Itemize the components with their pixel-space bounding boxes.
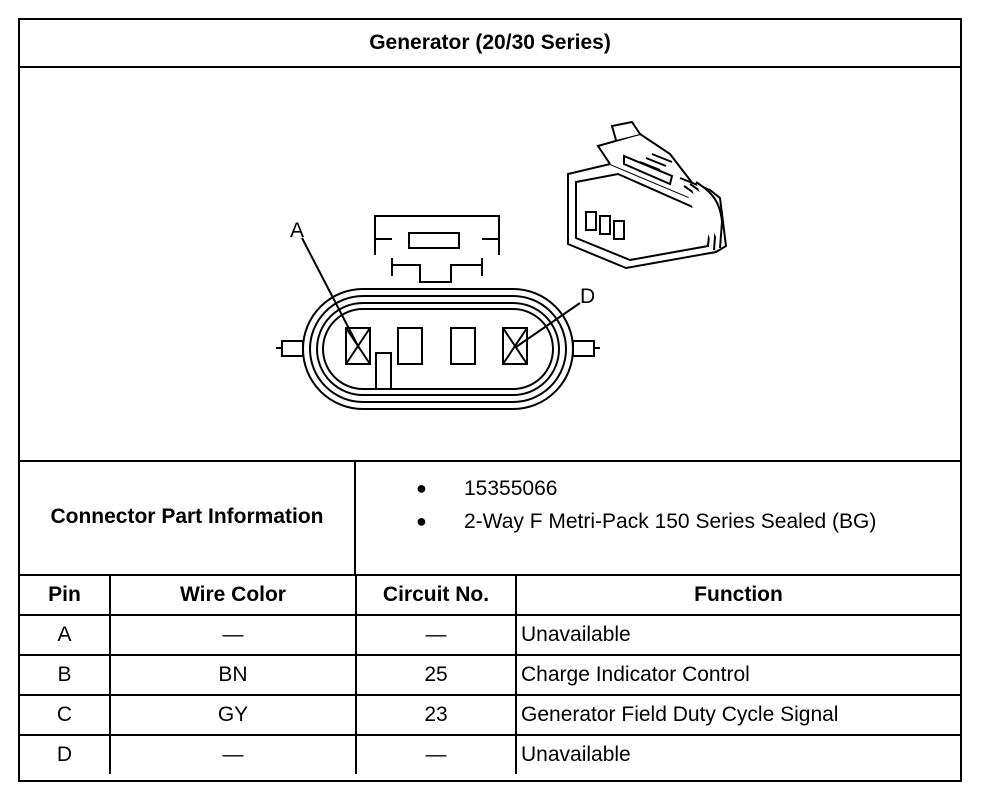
table-row: D — — Unavailable	[20, 734, 960, 774]
connector-face-view: A D	[276, 120, 728, 410]
bullet-icon: ●	[416, 478, 427, 498]
cavity-b	[397, 327, 423, 365]
callout-d-label: D	[580, 285, 595, 308]
connector-diagram: A D	[20, 66, 960, 462]
pin-cell: B	[20, 654, 111, 696]
connector-latch	[374, 215, 500, 283]
function-cell: Unavailable	[515, 734, 960, 774]
circuit-cell: —	[355, 734, 517, 774]
wire-color-cell: BN	[109, 654, 357, 696]
header-pin: Pin	[20, 574, 111, 616]
connector-isometric-picture	[567, 120, 728, 270]
callout-a-label: A	[290, 219, 304, 242]
connector-description: 2-Way F Metri-Pack 150 Series Sealed (BG…	[464, 510, 877, 533]
connector-part-info: Connector Part Information ● 15355066 ● …	[20, 460, 960, 576]
function-cell: Generator Field Duty Cycle Signal	[515, 694, 960, 736]
pin-cell: C	[20, 694, 111, 736]
circuit-cell: —	[355, 614, 517, 656]
terminal-cavities	[345, 327, 528, 365]
table-row: C GY 23 Generator Field Duty Cycle Signa…	[20, 694, 960, 736]
list-item: ● 2-Way F Metri-Pack 150 Series Sealed (…	[410, 505, 960, 538]
wire-color-cell: GY	[109, 694, 357, 736]
header-wire-color: Wire Color	[109, 574, 357, 616]
function-cell: Charge Indicator Control	[515, 654, 960, 696]
function-cell: Unavailable	[515, 614, 960, 656]
connector-body	[276, 288, 600, 410]
table-header-row: Pin Wire Color Circuit No. Function	[20, 574, 960, 616]
pin-cell: D	[20, 734, 111, 774]
connector-sheet: Generator (20/30 Series)	[18, 18, 962, 782]
part-number: 15355066	[464, 477, 558, 500]
list-item: ● 15355066	[410, 472, 960, 505]
pin-table: Pin Wire Color Circuit No. Function A — …	[20, 574, 960, 774]
connector-info-label: Connector Part Information	[20, 460, 356, 574]
circuit-cell: 23	[355, 694, 517, 736]
table-row: B BN 25 Charge Indicator Control	[20, 654, 960, 696]
bullet-icon: ●	[416, 511, 427, 531]
wire-color-cell: —	[109, 734, 357, 774]
table-row: A — — Unavailable	[20, 614, 960, 656]
pin-cell: A	[20, 614, 111, 656]
cavity-c	[450, 327, 476, 365]
circuit-cell: 25	[355, 654, 517, 696]
cavity-d	[502, 327, 528, 365]
wire-color-cell: —	[109, 614, 357, 656]
callout-a-leader	[301, 237, 359, 347]
callout-d-leader	[515, 302, 581, 348]
header-circuit-no: Circuit No.	[355, 574, 517, 616]
connector-info-list: ● 15355066 ● 2-Way F Metri-Pack 150 Seri…	[410, 472, 960, 538]
page-title: Generator (20/30 Series)	[20, 20, 960, 68]
header-function: Function	[515, 574, 960, 616]
cavity-a	[345, 327, 371, 365]
